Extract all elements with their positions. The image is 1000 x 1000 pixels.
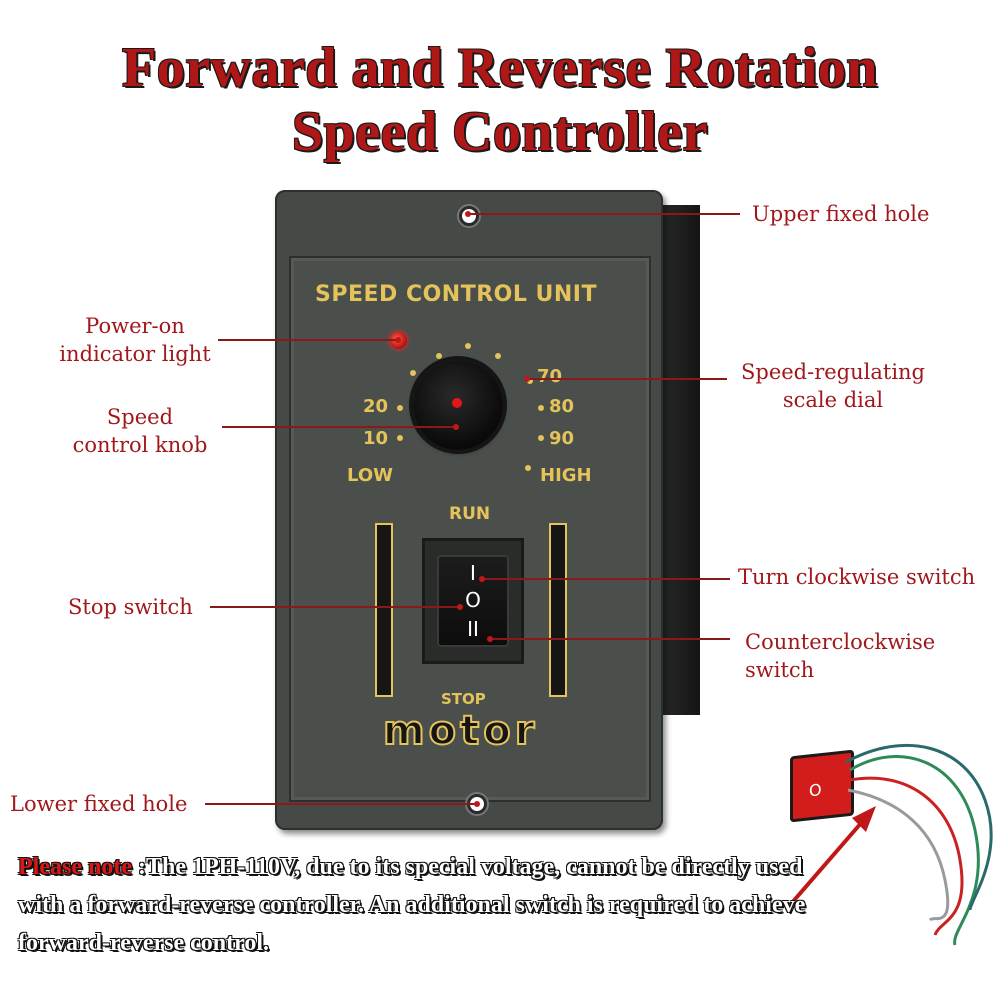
lower-hole-callout: Lower fixed hole	[10, 792, 188, 816]
rocker-switch-frame: I O II	[422, 538, 524, 664]
tick-20: 20	[363, 396, 389, 417]
scale-dot	[397, 405, 403, 411]
additional-rocker-switch: O	[790, 745, 870, 823]
scale-dial-callout-line-2: scale dial	[782, 388, 884, 412]
stop-switch-leader	[210, 604, 463, 610]
note-text: :The 1PH-110V, due to its special voltag…	[18, 854, 806, 956]
stop-switch-callout: Stop switch	[68, 595, 193, 619]
counterclockwise-callout-line-2: switch	[745, 658, 815, 682]
scale-dot	[525, 465, 531, 471]
lower-hole-leader	[205, 801, 480, 807]
counterclockwise-leader	[487, 636, 730, 642]
scale-dot	[495, 353, 501, 359]
power-on-callout-line-1: Power-on	[85, 314, 185, 338]
counterclockwise-position-mark: II	[467, 617, 479, 641]
motor-logo: motor	[382, 707, 539, 755]
tick-80: 80	[549, 396, 575, 417]
scale-dot	[465, 343, 471, 349]
speed-control-knob[interactable]	[413, 360, 503, 450]
tick-high: HIGH	[540, 465, 592, 486]
knob-callout-line-1: Speed	[106, 405, 174, 429]
power-on-leader	[218, 337, 401, 343]
clockwise-position-mark: I	[470, 561, 476, 585]
scale-dial-leader	[524, 376, 727, 382]
clockwise-leader	[479, 576, 730, 582]
tick-70: 70	[537, 366, 563, 387]
note-highlight: Please note	[18, 854, 132, 880]
knob-leader	[222, 424, 459, 430]
scale-dot	[538, 435, 544, 441]
scale-dot	[410, 370, 416, 376]
note-paragraph: Please note :The 1PH-110V, due to its sp…	[18, 848, 808, 962]
scale-dial-callout-line-1: Speed-regulating	[740, 360, 926, 384]
upper-hole-callout: Upper fixed hole	[752, 202, 930, 226]
scale-dot	[527, 378, 533, 384]
clockwise-callout: Turn clockwise switch	[738, 565, 976, 589]
knob-callout-line-2: control knob	[72, 433, 208, 457]
tick-low: LOW	[347, 465, 393, 486]
scale-dot	[538, 405, 544, 411]
stop-label: STOP	[441, 690, 486, 708]
rocker-switch[interactable]: I O II	[437, 555, 509, 647]
upper-hole-leader	[465, 211, 740, 217]
scale-dot	[436, 353, 442, 359]
mini-switch-body: O	[790, 749, 854, 823]
left-slot	[375, 523, 393, 697]
scale-dot	[397, 435, 403, 441]
stop-position-mark: O	[465, 588, 481, 612]
counterclockwise-callout-line-1: Counterclockwise	[745, 630, 936, 654]
speed-control-unit-label: SPEED CONTROL UNIT	[315, 282, 598, 307]
title-line-2: Speed Controller	[291, 101, 709, 163]
mini-switch-mark: O	[809, 780, 822, 801]
power-on-callout-line-2: indicator light	[59, 342, 211, 366]
run-label: RUN	[449, 504, 491, 524]
right-slot	[549, 523, 567, 697]
tick-90: 90	[549, 428, 575, 449]
speed-controller-panel: SPEED CONTROL UNIT 20 10 LOW 70 80 90 HI…	[275, 190, 663, 830]
tick-10: 10	[363, 428, 389, 449]
title-line-1: Forward and Reverse Rotation	[122, 37, 878, 99]
knob-indicator-dot	[452, 398, 462, 408]
